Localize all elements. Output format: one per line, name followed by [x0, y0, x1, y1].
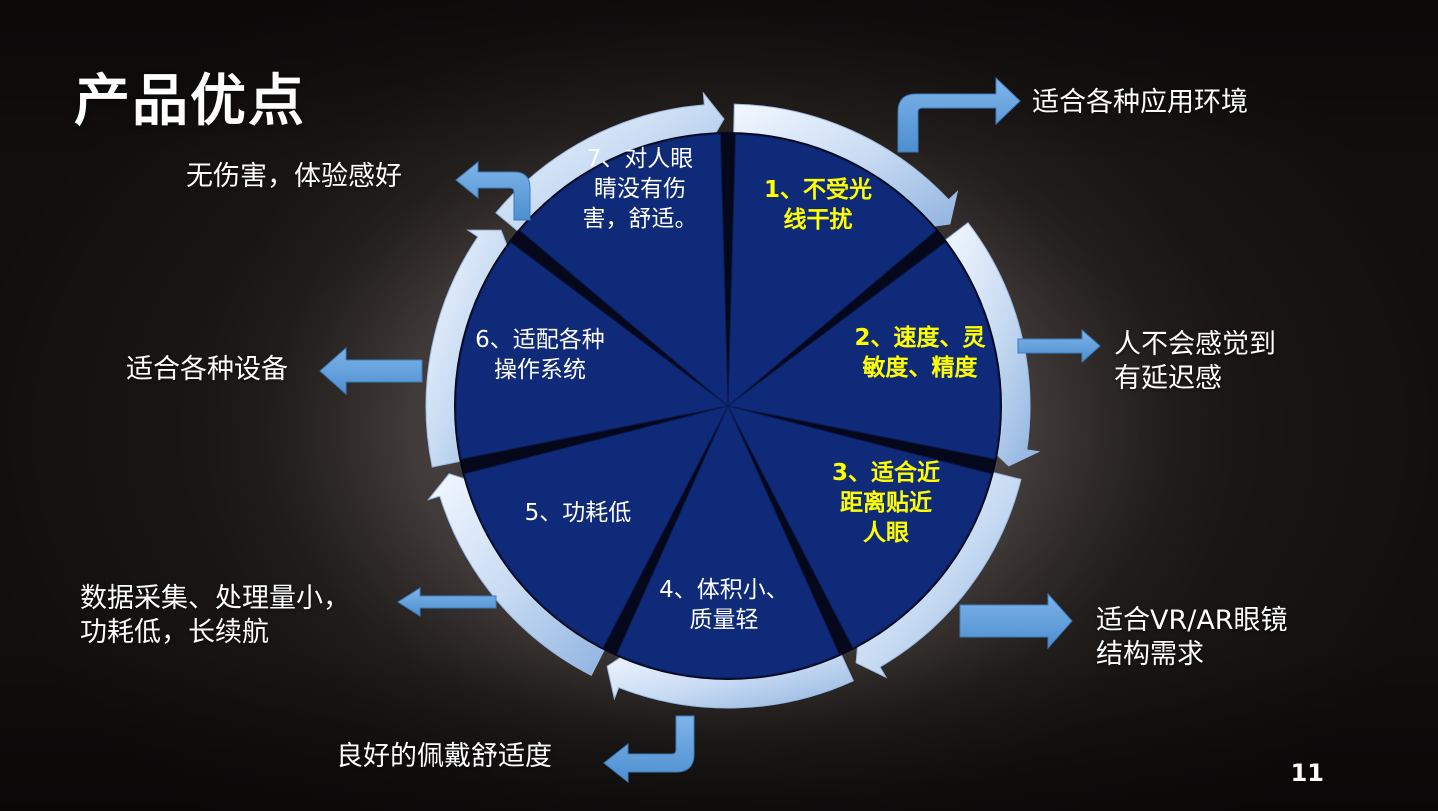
page-number: 11: [1291, 759, 1324, 787]
wedge-label-line: 5、功耗低: [525, 500, 632, 526]
outer-label-6: 适合各种设备: [126, 353, 288, 387]
wedge-label-line: 距离贴近: [840, 489, 932, 516]
outer-label-line: 适合各种应用环境: [1032, 86, 1248, 120]
wedge-label-7: 7、对人眼睛没有伤害，舒适。: [583, 146, 698, 232]
block-arrow-icon: [320, 348, 422, 394]
outer-label-5: 数据采集、处理量小， 功耗低，长续航: [80, 582, 350, 650]
outer-label-line: 无伤害，体验感好: [186, 160, 402, 194]
outer-label-4: 良好的佩戴舒适度: [336, 740, 552, 774]
outer-label-line: 人不会感觉到: [1114, 328, 1276, 362]
wedge-label-line: 睛没有伤: [594, 176, 686, 202]
outer-label-line: 有延迟感: [1114, 362, 1276, 396]
outer-label-3: 适合VR/AR眼镜 结构需求: [1096, 604, 1288, 672]
bent-arrow-icon: [604, 716, 694, 782]
block-arrow-icon: [960, 594, 1072, 648]
wedge-label-line: 操作系统: [494, 357, 586, 383]
wedge-label-line: 质量轻: [690, 607, 759, 633]
block-arrow-icon: [1018, 330, 1100, 362]
wedge-label-line: 害，舒适。: [583, 206, 698, 232]
outer-label-1: 适合各种应用环境: [1032, 86, 1248, 120]
outer-label-line: 结构需求: [1096, 638, 1288, 672]
block-arrow-icon: [398, 588, 496, 616]
wedge-label-line: 6、适配各种: [475, 327, 605, 353]
wedge-label-line: 敏度、精度: [862, 354, 979, 381]
outer-label-2: 人不会感觉到 有延迟感: [1114, 328, 1276, 396]
outer-label-line: 数据采集、处理量小，: [80, 582, 350, 616]
wedge-label-line: 线干扰: [784, 206, 853, 233]
wedge-label-line: 1、不受光: [764, 176, 872, 203]
bent-arrow-icon: [456, 162, 530, 220]
outer-label-7: 无伤害，体验感好: [186, 160, 402, 194]
wedge-label-line: 7、对人眼: [587, 146, 694, 172]
outer-label-line: 功耗低，长续航: [80, 616, 350, 650]
wedge-label-line: 4、体积小、: [659, 577, 789, 603]
bent-arrow-icon: [898, 78, 1020, 152]
wedge-label-line: 人眼: [863, 520, 909, 546]
wedge-label-line: 3、适合近: [832, 459, 940, 486]
wedge-label-line: 2、速度、灵: [854, 324, 986, 351]
outer-label-line: 适合VR/AR眼镜: [1096, 604, 1288, 638]
outer-label-line: 适合各种设备: [126, 353, 288, 387]
outer-label-line: 良好的佩戴舒适度: [336, 740, 552, 774]
wedge-label-5: 5、功耗低: [525, 500, 632, 526]
